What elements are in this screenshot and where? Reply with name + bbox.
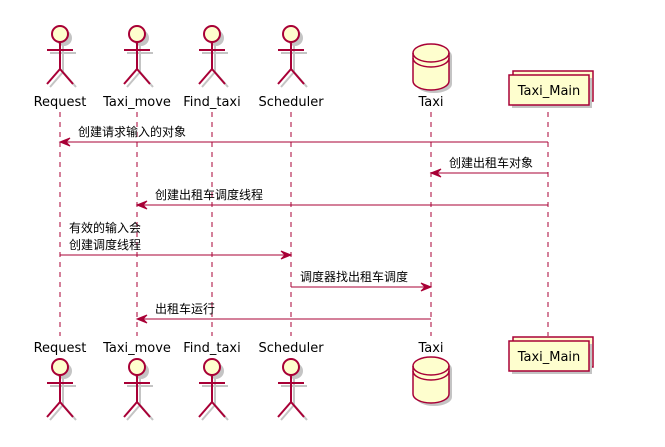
message-3: 创建出租车调度线程 (135, 187, 548, 210)
participant-label-taxi-move-bottom: Taxi_move (102, 341, 171, 356)
arrowhead-icon (135, 314, 148, 324)
participant-label-scheduler-top: Scheduler (258, 95, 324, 110)
database-taxi-top: Taxi (412, 43, 452, 110)
actor-find-taxi-bottom: Find_taxi (183, 341, 241, 421)
participant-heads-top: Request Taxi_move Find_taxi Scheduler Taxi Ta… (34, 25, 594, 110)
message-2: 创建出租车对象 (429, 155, 548, 178)
participant-label-taxi-main-top: Taxi_Main (517, 84, 581, 99)
collections-taxi-main-bottom: Taxi_Main (508, 336, 594, 374)
participant-label-taxi-top: Taxi (417, 95, 443, 110)
actor-taxi-move-bottom: Taxi_move (102, 341, 171, 421)
arrowhead-icon (58, 137, 71, 147)
actor-request-bottom: Request (34, 341, 87, 421)
participant-heads-bottom: Request Taxi_move Find_taxi Scheduler TaxiTa… (34, 336, 594, 421)
database-taxi-bottom: Taxi (412, 341, 452, 406)
participant-label-taxi-move-top: Taxi_move (102, 95, 171, 110)
message-label-4-line-2: 创建调度线程 (69, 237, 141, 252)
message-label-5: 调度器找出租车调度 (300, 269, 408, 284)
lifelines (59, 112, 549, 336)
message-1: 创建请求输入的对象 (58, 124, 548, 147)
actor-taxi-move-top: Taxi_move (102, 25, 171, 110)
collections-taxi-main-top: Taxi_Main (508, 70, 594, 108)
arrowhead-icon (135, 200, 148, 210)
participant-label-taxi-main-bottom: Taxi_Main (517, 350, 581, 365)
messages: 创建请求输入的对象创建出租车对象创建出租车调度线程有效的输入会创建调度线程调度器… (58, 124, 548, 324)
message-5: 调度器找出租车调度 (291, 269, 433, 292)
actor-scheduler-top: Scheduler (258, 25, 324, 110)
participant-label-find-taxi-bottom: Find_taxi (183, 341, 241, 356)
participant-label-find-taxi-top: Find_taxi (183, 95, 241, 110)
arrowhead-icon (280, 250, 293, 260)
actor-find-taxi-top: Find_taxi (183, 25, 241, 110)
message-label-3: 创建出租车调度线程 (155, 187, 263, 202)
participant-label-taxi-bottom: Taxi (417, 341, 443, 356)
participant-label-scheduler-bottom: Scheduler (258, 341, 324, 356)
participant-label-request-bottom: Request (34, 341, 87, 356)
message-label-4-line-1: 有效的输入会 (69, 220, 141, 235)
message-label-1: 创建请求输入的对象 (78, 124, 186, 139)
actor-request-top: Request (34, 25, 87, 110)
arrowhead-icon (429, 168, 442, 178)
arrowhead-icon (420, 282, 433, 292)
message-label-6: 出租车运行 (155, 301, 215, 316)
message-6: 出租车运行 (135, 301, 431, 324)
actor-scheduler-bottom: Scheduler (258, 341, 324, 421)
message-label-2: 创建出租车对象 (449, 155, 533, 170)
participant-label-request-top: Request (34, 95, 87, 110)
